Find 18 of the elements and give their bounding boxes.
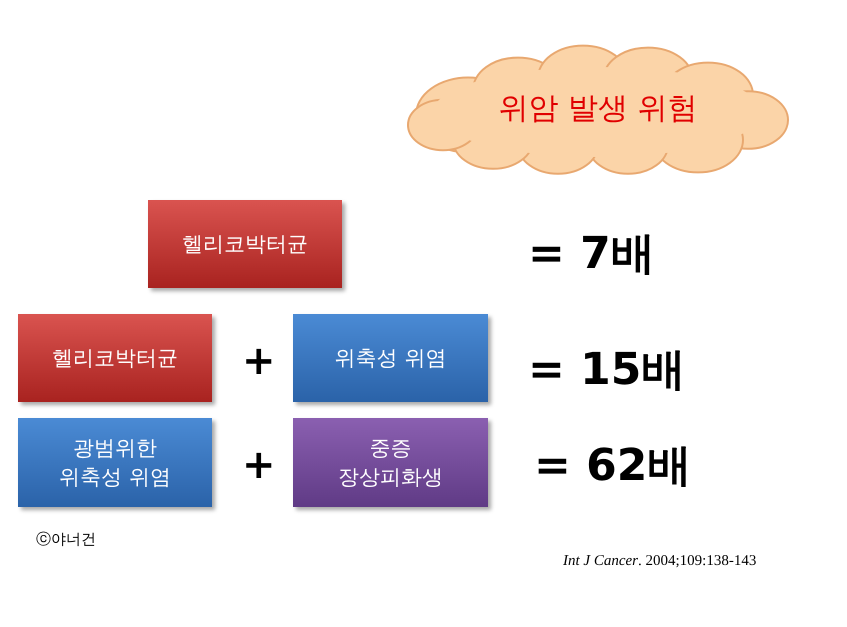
box-label: 헬리코박터균 bbox=[51, 344, 179, 372]
box-label: 광범위한 위축성 위염 bbox=[58, 435, 172, 490]
process-box bbox=[148, 200, 342, 288]
cloud-title: 위암 발생 위험 bbox=[497, 90, 699, 128]
box-label: 위축성 위염 bbox=[334, 344, 448, 372]
risk-value: = 62배 bbox=[534, 439, 692, 493]
plus-sign: + bbox=[242, 338, 276, 384]
process-box bbox=[18, 418, 212, 507]
citation-text: Int J Cancer. 2004;109:138-143 bbox=[563, 553, 756, 570]
process-box bbox=[293, 418, 488, 507]
box-label: 중증 장상피화생 bbox=[337, 435, 444, 490]
copyright-text: ⓒ야너건 bbox=[36, 530, 96, 549]
plus-sign: + bbox=[242, 442, 276, 488]
box-label: 헬리코박터균 bbox=[181, 230, 309, 258]
risk-value: = 7배 bbox=[528, 227, 655, 281]
process-box bbox=[18, 314, 212, 402]
risk-value: = 15배 bbox=[528, 343, 686, 397]
process-box bbox=[293, 314, 488, 402]
